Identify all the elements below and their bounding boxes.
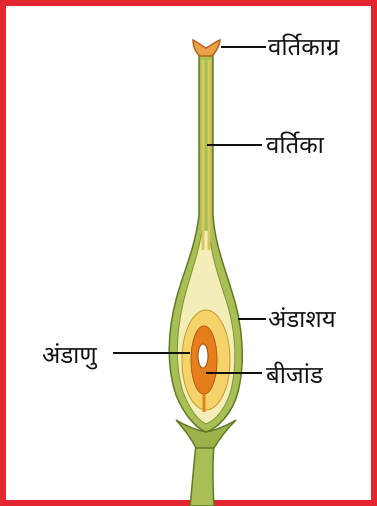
embryo-sac: [198, 344, 208, 368]
label-ovule-left: अंडाणु: [42, 343, 97, 367]
label-ovule-right: बीजांड: [266, 363, 323, 387]
label-ovary: अंडाशय: [268, 307, 336, 331]
label-stigma: वर्तिकाग्र: [268, 35, 339, 59]
stigma: [193, 40, 220, 56]
pedicel: [190, 445, 214, 506]
label-style: वर्तिका: [266, 133, 324, 157]
